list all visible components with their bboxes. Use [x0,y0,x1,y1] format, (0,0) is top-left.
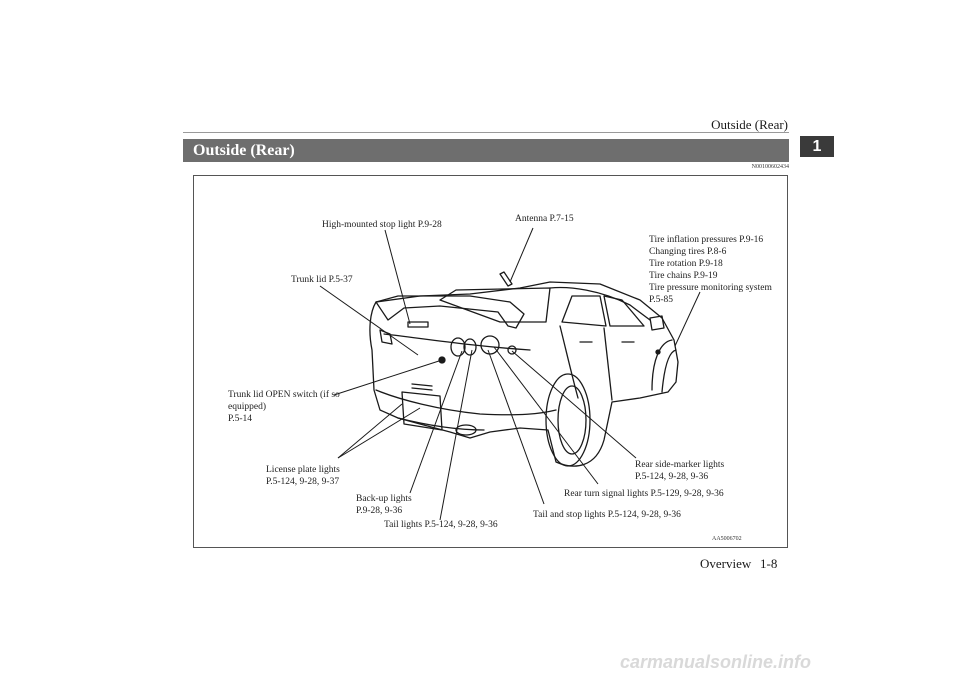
side-marker-line: Rear side-marker lights [635,460,725,470]
tire-line: Tire pressure monitoring system [649,283,772,293]
trunk-switch-line: Trunk lid OPEN switch (if so [228,390,340,400]
leader-trunk-open-switch [333,359,443,396]
illustration-frame [193,175,788,548]
running-header-title: Outside (Rear) [711,117,788,132]
leader-high-mounted-stop-light [384,229,411,325]
leader-license-plate-1 [337,403,403,459]
footer-page-number: 1-8 [760,556,778,571]
leader-rear-side-marker [511,350,637,459]
header-rule [183,132,789,133]
image-code: AA5006702 [712,536,742,542]
callout-high-mounted-stop-light: High-mounted stop light P.9-28 [322,220,442,230]
leader-tire [674,291,701,347]
tire-line: Tire chains P.9-19 [649,271,718,281]
tire-line: Tire rotation P.9-18 [649,259,723,269]
license-line: P.5-124, 9-28, 9-37 [266,477,340,487]
trunk-switch-line: P.5-14 [228,414,253,424]
side-marker-line: P.5-124, 9-28, 9-36 [635,472,709,482]
callout-trunk-lid-open-switch: Trunk lid OPEN switch (if so equipped) P… [228,389,340,425]
leader-antenna [509,227,534,283]
license-line: License plate lights [266,465,340,475]
tire-line: Tire inflation pressures P.9-16 [649,235,764,245]
site-watermark: carmanualsonline.info [620,652,812,672]
backup-line: P.9-28, 9-36 [356,506,403,516]
callout-trunk-lid: Trunk lid P.5-37 [291,275,353,285]
callout-back-up-lights: Back-up lights P.9-28, 9-36 [356,493,412,517]
leader-rear-turn-signal [493,346,599,485]
section-title-bar: Outside (Rear) [183,139,789,162]
leader-trunk-lid [319,285,419,356]
callout-rear-side-marker-lights: Rear side-marker lights P.5-124, 9-28, 9… [635,459,724,483]
chapter-tab: 1 [800,136,834,157]
leader-back-up-lights [409,350,463,494]
tire-line: P.5-85 [649,295,674,305]
callout-tail-and-stop-lights: Tail and stop lights P.5-124, 9-28, 9-36 [533,510,681,520]
tire-line: Changing tires P.8-6 [649,247,727,257]
backup-line: Back-up lights [356,494,412,504]
leader-tail-and-stop-lights [487,349,545,505]
callout-leader-lines [319,227,701,521]
callout-rear-turn-signal-lights: Rear turn signal lights P.5-129, 9-28, 9… [564,489,724,499]
callout-tail-lights: Tail lights P.5-124, 9-28, 9-36 [384,520,498,530]
callout-license-plate-lights: License plate lights P.5-124, 9-28, 9-37 [266,464,340,488]
trunk-switch-line: equipped) [228,402,266,412]
callout-antenna: Antenna P.7-15 [515,214,574,224]
footer-section: Overview [700,556,752,571]
callout-tire-info: Tire inflation pressures P.9-16 Changing… [649,234,772,306]
leader-license-plate-2 [337,407,421,459]
reference-code: N00100602434 [751,164,789,170]
leader-tail-lights [439,349,473,521]
